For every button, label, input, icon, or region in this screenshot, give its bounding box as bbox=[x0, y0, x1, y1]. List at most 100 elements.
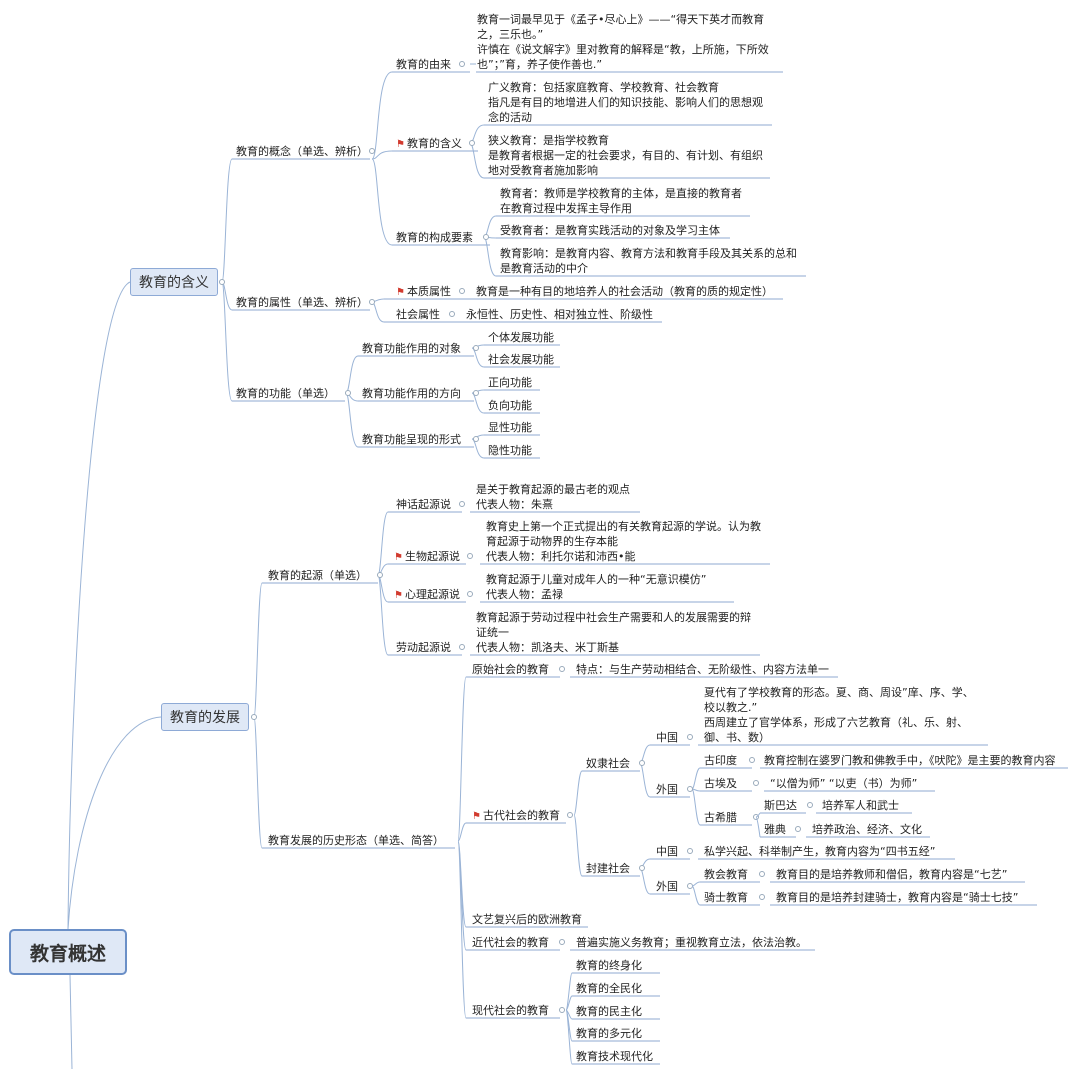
feudal-fan-1 bbox=[639, 867, 651, 895]
labor-line-1: 教育起源于劳动过程中社会生产需要和人的发展需要的辩 bbox=[476, 611, 751, 624]
origin-line-2: 之，三乐也。” bbox=[477, 28, 544, 41]
myth-line-1: 是关于教育起源的最古老的观点 bbox=[476, 483, 630, 496]
collapse-dot-icon[interactable] bbox=[749, 757, 755, 763]
knight-text: 教育目的是培养封建骑士，教育内容是“骑士七技” bbox=[776, 891, 1019, 904]
function-form-item-2: 隐性功能 bbox=[488, 444, 532, 457]
contemporary-item-2: 教育的全民化 bbox=[576, 982, 642, 995]
collapse-dot-icon[interactable] bbox=[567, 812, 573, 818]
narrow-line-1: 狭义教育：是指学校教育 bbox=[488, 134, 609, 147]
educator-line-2: 在教育过程中发挥主导作用 bbox=[500, 202, 632, 215]
collapse-dot-icon[interactable] bbox=[559, 666, 565, 672]
concept-fan-1 bbox=[371, 150, 393, 160]
collapse-dot-icon[interactable] bbox=[377, 572, 383, 578]
collapse-dot-icon[interactable] bbox=[687, 786, 693, 792]
history-node[interactable]: 教育发展的历史形态（单选、简答） bbox=[268, 834, 444, 847]
feudal-node[interactable]: 封建社会 bbox=[586, 862, 630, 875]
origins-node[interactable]: 教育的起源（单选） bbox=[268, 569, 367, 582]
sparta-node[interactable]: 斯巴达 bbox=[764, 799, 797, 812]
collapse-dot-icon[interactable] bbox=[473, 436, 479, 442]
concept-node[interactable]: 教育的概念（单选、辨析） bbox=[236, 145, 368, 158]
essential-node[interactable]: ⚑本质属性 bbox=[396, 284, 451, 300]
psych-line-1: 教育起源于儿童对成年人的一种“无意识模仿” bbox=[486, 573, 707, 586]
collapse-dot-icon[interactable] bbox=[639, 760, 645, 766]
collapse-dot-icon[interactable] bbox=[459, 501, 465, 507]
object-fan-1 bbox=[471, 347, 485, 368]
collapse-dot-icon[interactable] bbox=[469, 140, 475, 146]
contemporary-node[interactable]: 现代社会的教育 bbox=[472, 1004, 549, 1017]
history-fan-1 bbox=[457, 822, 467, 842]
broad-line-3: 念的活动 bbox=[488, 111, 532, 124]
collapse-dot-icon[interactable] bbox=[759, 871, 765, 877]
function-fan-0 bbox=[345, 355, 359, 394]
root-node[interactable]: 教育概述 bbox=[9, 929, 127, 975]
collapse-dot-icon[interactable] bbox=[369, 148, 375, 154]
collapse-dot-icon[interactable] bbox=[639, 865, 645, 871]
feudal-foreign-node[interactable]: 外国 bbox=[656, 880, 678, 893]
collapse-dot-icon[interactable] bbox=[473, 390, 479, 396]
narrow-line-2: 是教育者根据一定的社会要求，有目的、有计划、有组织 bbox=[488, 149, 763, 162]
athens-node[interactable]: 雅典 bbox=[764, 823, 786, 836]
collapse-dot-icon[interactable] bbox=[753, 780, 759, 786]
collapse-dot-icon[interactable] bbox=[369, 299, 375, 305]
india-node[interactable]: 古印度 bbox=[704, 754, 737, 767]
collapse-dot-icon[interactable] bbox=[795, 826, 801, 832]
elements-sub-fan-0 bbox=[483, 215, 497, 238]
function-object-node[interactable]: 教育功能作用的对象 bbox=[362, 342, 461, 355]
renaissance-node[interactable]: 文艺复兴后的欧洲教育 bbox=[472, 913, 582, 926]
collapse-dot-icon[interactable] bbox=[687, 734, 693, 740]
root-to-meaning bbox=[67, 281, 131, 930]
collapse-dot-icon[interactable] bbox=[345, 390, 351, 396]
ancient-node[interactable]: ⚑古代社会的教育 bbox=[472, 808, 560, 824]
primitive-node[interactable]: 原始社会的教育 bbox=[472, 663, 549, 676]
concept-fan-2 bbox=[371, 158, 393, 246]
function-node[interactable]: 教育的功能（单选） bbox=[236, 387, 335, 400]
collapse-dot-icon[interactable] bbox=[807, 802, 813, 808]
collapse-dot-icon[interactable] bbox=[459, 61, 465, 67]
origin-node[interactable]: 教育的由来 bbox=[396, 58, 451, 71]
essential-text: 教育是一种有目的地培养人的社会活动（教育的质的规定性） bbox=[476, 285, 773, 298]
function-direction-node[interactable]: 教育功能作用的方向 bbox=[362, 387, 461, 400]
contemporary-fan-4 bbox=[565, 1009, 573, 1065]
meaning-node[interactable]: ⚑教育的含义 bbox=[396, 136, 462, 152]
collapse-dot-icon[interactable] bbox=[449, 311, 455, 317]
collapse-dot-icon[interactable] bbox=[473, 345, 479, 351]
slave-china-node[interactable]: 中国 bbox=[656, 731, 678, 744]
collapse-dot-icon[interactable] bbox=[687, 883, 693, 889]
essential-node-label: 本质属性 bbox=[406, 285, 451, 298]
slave-china-line-1: 夏代有了学校教育的形态。夏、商、周设”庠、序、学、 bbox=[704, 686, 974, 699]
collapse-dot-icon[interactable] bbox=[483, 234, 489, 240]
collapse-dot-icon[interactable] bbox=[687, 848, 693, 854]
collapse-dot-icon[interactable] bbox=[459, 288, 465, 294]
collapse-dot-icon[interactable] bbox=[559, 1007, 565, 1013]
slave-foreign-node[interactable]: 外国 bbox=[656, 783, 678, 796]
slave-node[interactable]: 奴隶社会 bbox=[586, 757, 630, 770]
myth-node[interactable]: 神话起源说 bbox=[396, 498, 451, 511]
bio-node[interactable]: ⚑生物起源说 bbox=[394, 549, 460, 565]
labor-node[interactable]: 劳动起源说 bbox=[396, 641, 451, 654]
elements-node[interactable]: 教育的构成要素 bbox=[396, 231, 473, 244]
modern-node[interactable]: 近代社会的教育 bbox=[472, 936, 549, 949]
knight-node[interactable]: 骑士教育 bbox=[704, 891, 748, 904]
feudal-china-node[interactable]: 中国 bbox=[656, 845, 678, 858]
collapse-dot-icon[interactable] bbox=[467, 591, 473, 597]
function-direction-item-2: 负向功能 bbox=[488, 399, 532, 412]
attribute-node[interactable]: 教育的属性（单选、辨析） bbox=[236, 296, 368, 309]
egypt-node[interactable]: 古埃及 bbox=[704, 777, 737, 790]
main-node-meaning[interactable]: 教育的含义 bbox=[130, 268, 218, 296]
function-form-node[interactable]: 教育功能呈现的形式 bbox=[362, 433, 461, 446]
narrow-line-3: 地对受教育者施加影响 bbox=[488, 164, 598, 177]
social-text: 永恒性、历史性、相对独立性、阶级性 bbox=[466, 308, 653, 321]
collapse-dot-icon[interactable] bbox=[219, 279, 225, 285]
church-node[interactable]: 教会教育 bbox=[704, 868, 748, 881]
social-node[interactable]: 社会属性 bbox=[396, 308, 440, 321]
psych-node[interactable]: ⚑心理起源说 bbox=[394, 587, 460, 603]
greece-node[interactable]: 古希腊 bbox=[704, 811, 737, 824]
collapse-dot-icon[interactable] bbox=[459, 644, 465, 650]
collapse-dot-icon[interactable] bbox=[759, 894, 765, 900]
sparta-text: 培养军人和武士 bbox=[822, 799, 899, 812]
collapse-dot-icon[interactable] bbox=[559, 939, 565, 945]
collapse-dot-icon[interactable] bbox=[251, 714, 257, 720]
main-node-development[interactable]: 教育的发展 bbox=[161, 703, 249, 731]
collapse-dot-icon[interactable] bbox=[467, 553, 473, 559]
